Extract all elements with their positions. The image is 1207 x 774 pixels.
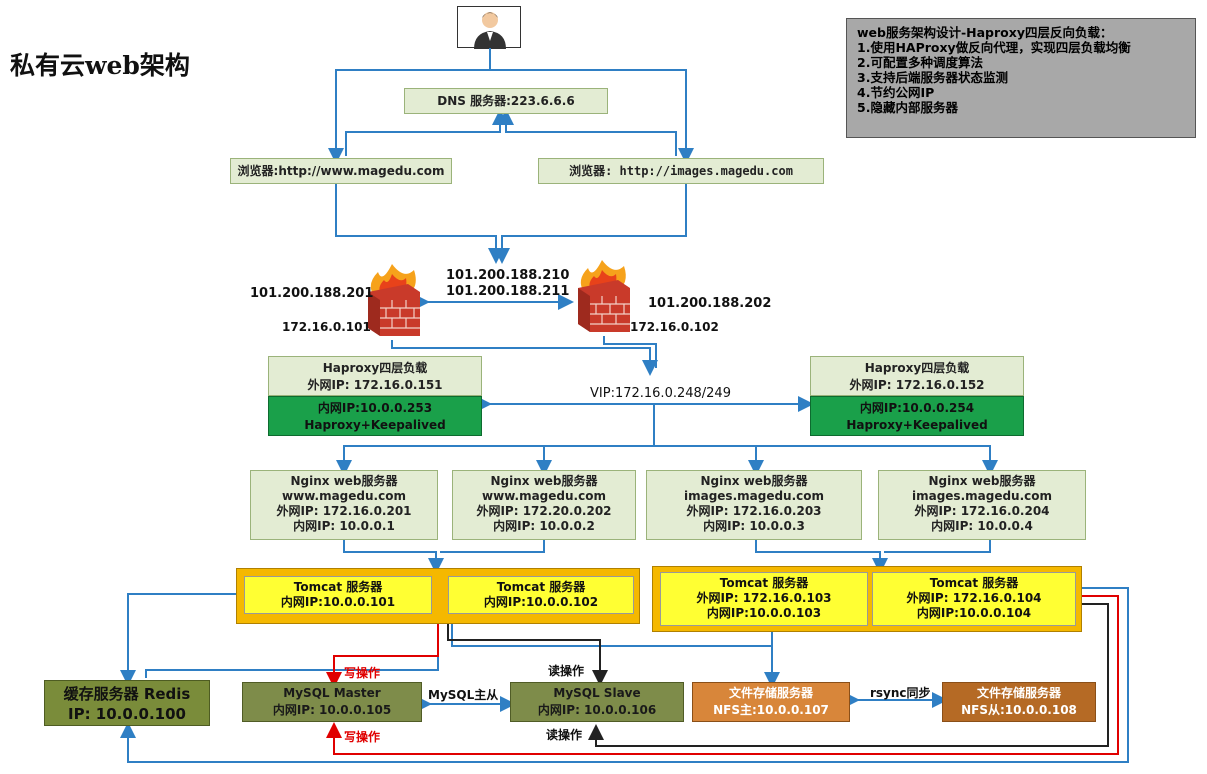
- read-op-label: 读操作: [548, 664, 585, 678]
- tomcat-int-ip: 内网IP:10.0.0.102: [483, 595, 599, 609]
- haproxy-software: Haproxy+Keepalived: [846, 418, 988, 432]
- haproxy-ext-ip: 外网IP: 172.16.0.152: [849, 378, 985, 392]
- nginx-host: images.magedu.com: [911, 489, 1053, 503]
- mysql-slave-ip: 内网IP: 10.0.0.106: [537, 703, 657, 717]
- read-op-label: 读操作: [546, 728, 583, 742]
- mysql-master-ip: 内网IP: 10.0.0.105: [272, 703, 392, 717]
- tomcat-int-ip: 内网IP:10.0.0.103: [706, 606, 822, 620]
- browser-www: 浏览器:http://www.magedu.com: [230, 158, 452, 184]
- notes-item: 4.节约公网IP: [857, 85, 935, 100]
- nginx-int-ip: 内网IP: 10.0.0.3: [703, 519, 805, 533]
- notes-item: 5.隐藏内部服务器: [857, 100, 958, 115]
- nginx-ext-ip: 外网IP: 172.16.0.203: [686, 504, 822, 518]
- nginx-int-ip: 内网IP: 10.0.0.2: [493, 519, 595, 533]
- mysql-slave: MySQL Slave 内网IP: 10.0.0.106: [510, 682, 684, 722]
- haproxy-int-ip: 内网IP:10.0.0.253: [317, 401, 433, 415]
- haproxy-ext-ip: 外网IP: 172.16.0.151: [307, 378, 443, 392]
- fw-right-public: 101.200.188.202: [648, 296, 772, 311]
- write-op-label: 写操作: [344, 730, 381, 744]
- tomcat-int-ip: 内网IP:10.0.0.104: [916, 606, 1032, 620]
- shared-ip: 101.200.188.211: [446, 284, 570, 299]
- nginx-host: images.magedu.com: [683, 489, 825, 503]
- vip-label: VIP:172.16.0.248/249: [590, 386, 731, 401]
- fw-left-public: 101.200.188.201: [250, 286, 374, 301]
- nginx-ext-ip: 外网IP: 172.16.0.201: [276, 504, 412, 518]
- page-title: 私有云web架构: [10, 51, 190, 80]
- shared-ip: 101.200.188.210: [446, 268, 570, 283]
- tomcat-ext-ip: 外网IP: 172.16.0.104: [906, 591, 1042, 605]
- haproxy-title: Haproxy四层负载: [864, 361, 970, 375]
- tomcat-title: Tomcat 服务器: [929, 576, 1019, 590]
- nginx-ext-ip: 外网IP: 172.16.0.204: [914, 504, 1050, 518]
- mysql-master: MySQL Master 内网IP: 10.0.0.105: [242, 682, 422, 722]
- nfs-master-title: 文件存储服务器: [728, 686, 813, 700]
- nginx-host: www.magedu.com: [482, 489, 606, 503]
- rsync-label: rsync同步: [870, 686, 931, 700]
- notes-item: 1.使用HAProxy做反向代理，实现四层负载均衡: [857, 40, 1131, 55]
- write-op-label: 写操作: [344, 666, 381, 680]
- nginx-int-ip: 内网IP: 10.0.0.4: [931, 519, 1033, 533]
- firewall-icon: [362, 262, 424, 338]
- nfs-master-ip: NFS主:10.0.0.107: [713, 703, 829, 717]
- notes-heading: web服务架构设计-Haproxy四层反向负载：: [857, 25, 1113, 40]
- nginx-title: Nginx web服务器: [928, 474, 1036, 488]
- tomcat-server: Tomcat 服务器内网IP:10.0.0.102: [448, 576, 634, 614]
- nginx-title: Nginx web服务器: [490, 474, 598, 488]
- nfs-slave: 文件存储服务器 NFS从:10.0.0.108: [942, 682, 1096, 722]
- nfs-master: 文件存储服务器 NFS主:10.0.0.107: [692, 682, 850, 722]
- haproxy-node: Haproxy四层负载外网IP: 172.16.0.151 内网IP:10.0.…: [268, 356, 482, 436]
- fw-left-private: 172.16.0.101: [282, 320, 371, 334]
- nfs-slave-title: 文件存储服务器: [976, 686, 1061, 700]
- notes-item: 3.支持后端服务器状态监测: [857, 70, 1008, 85]
- tomcat-title: Tomcat 服务器: [293, 580, 383, 594]
- user-icon: [457, 6, 521, 49]
- firewall-icon: [572, 258, 634, 334]
- notes-panel: web服务架构设计-Haproxy四层反向负载： 1.使用HAProxy做反向代…: [846, 18, 1196, 138]
- haproxy-software: Haproxy+Keepalived: [304, 418, 446, 432]
- notes-item: 2.可配置多种调度算法: [857, 55, 983, 70]
- nginx-host: www.magedu.com: [282, 489, 406, 503]
- redis-title: 缓存服务器 Redis: [63, 685, 191, 703]
- tomcat-title: Tomcat 服务器: [496, 580, 586, 594]
- mysql-master-title: MySQL Master: [283, 686, 381, 700]
- redis-ip: IP: 10.0.0.100: [68, 705, 186, 723]
- fw-right-private: 172.16.0.102: [630, 320, 719, 334]
- nginx-title: Nginx web服务器: [700, 474, 808, 488]
- haproxy-node: Haproxy四层负载外网IP: 172.16.0.152 内网IP:10.0.…: [810, 356, 1024, 436]
- nginx-int-ip: 内网IP: 10.0.0.1: [293, 519, 395, 533]
- haproxy-int-ip: 内网IP:10.0.0.254: [859, 401, 975, 415]
- tomcat-ext-ip: 外网IP: 172.16.0.103: [696, 591, 832, 605]
- browser-images: 浏览器: http://images.magedu.com: [538, 158, 824, 184]
- mysql-slave-title: MySQL Slave: [553, 686, 641, 700]
- nginx-title: Nginx web服务器: [290, 474, 398, 488]
- haproxy-title: Haproxy四层负载: [322, 361, 428, 375]
- mysql-replication-label: MySQL主从: [428, 688, 499, 702]
- tomcat-server: Tomcat 服务器内网IP:10.0.0.101: [244, 576, 432, 614]
- tomcat-title: Tomcat 服务器: [719, 576, 809, 590]
- dns-server: DNS 服务器:223.6.6.6: [404, 88, 608, 114]
- tomcat-int-ip: 内网IP:10.0.0.101: [280, 595, 396, 609]
- nfs-slave-ip: NFS从:10.0.0.108: [961, 703, 1077, 717]
- nginx-ext-ip: 外网IP: 172.20.0.202: [476, 504, 612, 518]
